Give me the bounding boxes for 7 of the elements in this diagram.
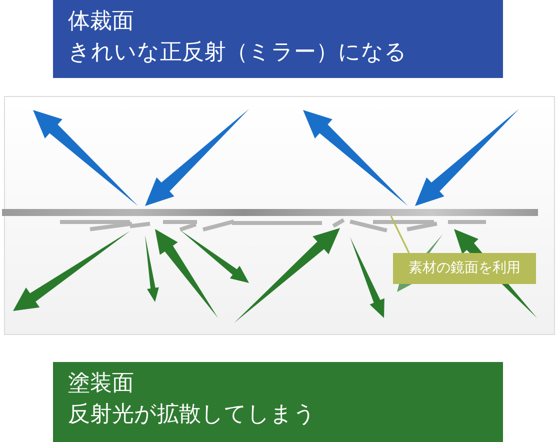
caption-text: きれいな正反射（ミラー）になる: [68, 39, 407, 67]
surface-bar: [2, 209, 538, 216]
callout-label: 素材の鏡面を利用: [393, 253, 536, 284]
leader-line: [390, 216, 410, 254]
heading: 体裁面: [68, 8, 134, 36]
caption-text: 反射光が拡散してしまう: [68, 401, 316, 429]
heading: 塗装面: [68, 370, 134, 398]
